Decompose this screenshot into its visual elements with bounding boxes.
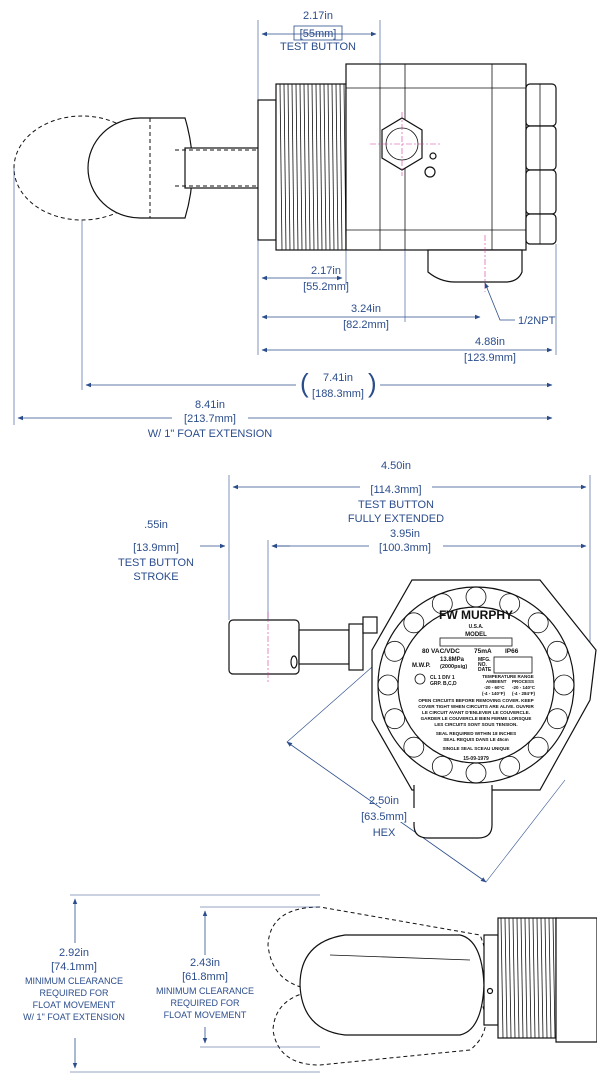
nameplate-mark: U.S.A.	[469, 624, 484, 630]
dim-with-extension-value: 8.41in	[195, 399, 225, 411]
nameplate-code: 15-09-1979	[463, 756, 489, 762]
dim-clearance-metric: [61.8mm]	[182, 971, 228, 983]
dim-housing-metric: [100.3mm]	[379, 542, 431, 554]
dim-test-button-metric: [55mm]	[300, 28, 337, 40]
middle-view: FW MURPHY U.S.A. MODEL 80 VAC/VDC 75mA I…	[118, 460, 597, 883]
float-body	[87, 117, 194, 219]
nameplate-mwp: M.W.P.	[412, 663, 431, 669]
dim-clearance-ext-l1: MINIMUM CLEARANCE	[25, 976, 123, 986]
dim-button-stroke-note2: STROKE	[133, 571, 178, 583]
dim-float-ref-metric: [188.3mm]	[312, 388, 364, 400]
dim-overall-metric: [123.9mm]	[464, 352, 516, 364]
nameplate-grp: GRP. B,C,D	[430, 681, 457, 687]
nameplate-ip: IP66	[505, 648, 519, 655]
dim-conduit-value: 3.24in	[351, 303, 381, 315]
dim-button-extended-note1: TEST BUTTON	[358, 499, 434, 511]
float-phantom-lower	[272, 989, 487, 1066]
dim-hex-note: HEX	[373, 827, 396, 839]
thread-flange	[257, 99, 277, 241]
bottom-view: 2.92in [74.1mm] MINIMUM CLEARANCE REQUIR…	[23, 894, 597, 1073]
dim-test-button-value: 2.17in	[303, 10, 333, 22]
svg-text:(: (	[300, 368, 309, 398]
top-view: 2.17in [55mm] TEST BUTTON 2.17in [55.2mm…	[13, 10, 557, 440]
nameplate-process: PROCESS	[512, 679, 534, 684]
dim-with-extension-metric: [213.7mm]	[184, 413, 236, 425]
dim-clearance-l3: FLOAT MOVEMENT	[164, 1010, 247, 1020]
dim-clearance-l2: REQUIRED FOR	[170, 998, 240, 1008]
dim-float-ref-value: 7.41in	[323, 372, 353, 384]
dim-housing-value: 3.95in	[390, 528, 420, 540]
nameplate-ambient: AMBIENT	[486, 679, 507, 684]
dim-clearance-ext-l2: REQUIRED FOR	[39, 988, 109, 998]
dim-overall-value: 4.88in	[475, 336, 505, 348]
dim-with-extension-note: W/ 1" FOAT EXTENSION	[148, 428, 273, 440]
dim-button-extended-note2: FULLY EXTENDED	[348, 513, 444, 525]
nameplate-t-amb: -20 - 60°C	[484, 685, 505, 690]
nameplate-t-amb-f: (-4 - 140°F)	[482, 691, 506, 696]
thread-lines	[279, 83, 347, 251]
dim-test-button-note: TEST BUTTON	[280, 41, 356, 53]
dim-hex-value: 2.50in	[369, 795, 399, 807]
nameplate-warn-4: LES CIRCUITS SONT SOUS TENSION.	[434, 722, 517, 727]
dim-clearance-ext-value: 2.92in	[59, 947, 89, 959]
dim-button-stroke-note1: TEST BUTTON	[118, 557, 194, 569]
bottom-flange	[483, 934, 499, 1026]
nameplate-seal: SEAL REQUIRED WITHIN 18 INCHES	[436, 731, 516, 736]
dim-clearance-l1: MINIMUM CLEARANCE	[156, 986, 254, 996]
dim-clearance-ext-l4: W/ 1" FOAT EXTENSION	[23, 1012, 125, 1022]
thread-lines-bottom	[500, 917, 556, 1039]
nameplate-pressure: 13.8MPa	[440, 657, 465, 663]
threaded-section	[275, 83, 347, 251]
nameplate-date: DATE	[478, 667, 492, 673]
nameplate: FW MURPHY U.S.A. MODEL 80 VAC/VDC 75mA I…	[412, 608, 536, 762]
nameplate-single-seal: SINGLE SEAL SCEAU UNIQUE	[442, 746, 509, 751]
dim-clearance-value: 2.43in	[190, 957, 220, 969]
nameplate-t-proc: -20 - 140°C	[512, 685, 536, 690]
test-button-plunger	[228, 619, 300, 675]
dim-conduit-metric: [82.2mm]	[343, 319, 389, 331]
nameplate-warn-2: LE CIRCUIT AVANT D'ENLEVER LE COUVERCLE.	[422, 710, 530, 715]
dim-hex-metric: [63.5mm]	[361, 811, 407, 823]
nameplate-t-proc-f: (-4 - 284°F)	[512, 691, 536, 696]
nameplate-rating: 80 VAC/VDC	[422, 648, 460, 655]
dim-button-stroke-value: .55in	[144, 519, 168, 531]
nameplate-model: MODEL	[465, 632, 487, 638]
nameplate-cl: CL 1 DIV 1	[430, 675, 455, 681]
dim-body-length-value: 2.17in	[311, 265, 341, 277]
nameplate-brand: FW MURPHY	[439, 608, 513, 622]
dim-button-extended-metric: [114.3mm]	[370, 484, 421, 496]
dim-button-extended-value: 4.50in	[381, 460, 411, 472]
float-arm	[184, 147, 266, 189]
cover-ribs	[377, 586, 575, 784]
dim-body-length-metric: [55.2mm]	[303, 281, 349, 293]
nameplate-no: NO.	[478, 662, 488, 668]
conduit-boss	[427, 249, 523, 283]
dim-clearance-ext-metric: [74.1mm]	[51, 961, 97, 973]
svg-text:): )	[368, 368, 377, 398]
nameplate-mfg: MFG.	[478, 657, 491, 663]
cover-inner	[397, 606, 555, 764]
nameplate-warn-1: COVER TIGHT WHEN CIRCUITS ARE ALIVE. OUV…	[418, 704, 534, 709]
conduit-entry	[413, 785, 493, 839]
npt-label: 1/2NPT	[518, 315, 556, 327]
nameplate-psig: (2000psig)	[440, 664, 467, 670]
nameplate-current: 75mA	[474, 648, 492, 655]
nameplate-temp-range: TEMPERATURE RANGE	[482, 674, 533, 679]
dim-clearance-ext-l3: FLOAT MOVEMENT	[33, 1000, 116, 1010]
nameplate-warn-0: OPEN CIRCUITS BEFORE REMOVING COVER. KEE…	[418, 698, 533, 703]
bottom-housing	[555, 917, 597, 1043]
nameplate-warn-3: GARDER LE COUVERCLE BIEN FERME LORSQUE	[421, 716, 532, 721]
dim-button-stroke-metric: [13.9mm]	[133, 542, 179, 554]
nameplate-seal-fr: SEAL REQUIS DANS LE 45cm	[443, 737, 509, 742]
float-body-bottom	[299, 934, 485, 1036]
